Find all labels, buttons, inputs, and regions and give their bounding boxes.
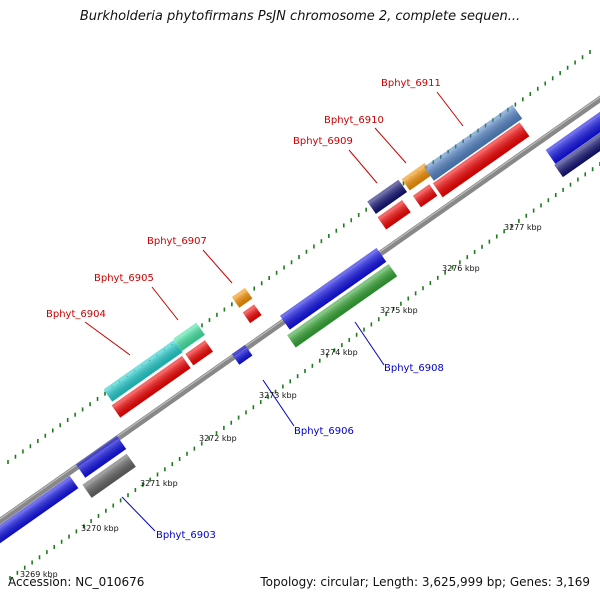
feature-bphyt-6904-top	[103, 339, 176, 392]
feature-bphyt-6909-shade	[369, 182, 407, 214]
gene-label-bphyt-6905[interactable]: Bphyt_6905	[94, 273, 154, 284]
tick-label-3269: 3269 kbp	[20, 570, 58, 579]
feature-cds-6911	[432, 122, 530, 198]
leader-6909	[348, 149, 378, 184]
leader-6908	[354, 321, 385, 366]
tick-label-3274: 3274 kbp	[320, 348, 358, 357]
feature-cds-6905-top	[185, 340, 207, 357]
label-leaders	[84, 91, 464, 532]
feature-bphyt-6908	[287, 263, 398, 348]
gene-label-bphyt-6908[interactable]: Bphyt_6908	[384, 363, 444, 374]
tick-label-3273: 3273 kbp	[259, 391, 297, 400]
leader-6904	[84, 321, 131, 356]
leader-6906	[262, 379, 295, 427]
leader-6905	[151, 286, 179, 321]
feature-bphyt-6907-top	[231, 287, 247, 300]
leader-6911	[436, 91, 464, 127]
forward-gene-labels: Bphyt_6904 Bphyt_6905 Bphyt_6907 Bphyt_6…	[46, 78, 441, 320]
gene-label-bphyt-6906[interactable]: Bphyt_6906	[294, 426, 354, 437]
leader-6903	[121, 496, 156, 532]
feature-bphyt-6903-blue	[76, 435, 127, 478]
feature-bphyt-6908-top	[287, 263, 391, 338]
feature-bphyt-6903-shade	[84, 456, 136, 498]
feature-bphyt-6911	[424, 104, 523, 181]
feature-cds-6908-top	[279, 247, 379, 319]
feature-edge-blue-shade	[547, 112, 600, 164]
gene-label-bphyt-6904[interactable]: Bphyt_6904	[46, 309, 106, 320]
feature-bphyt-6909	[367, 179, 407, 214]
tick-label-3275: 3275 kbp	[380, 306, 418, 315]
feature-bphyt-6905-shade	[175, 325, 205, 351]
feature-cds-6907	[242, 304, 262, 324]
feature-bphyt-6903-blue-top	[76, 435, 119, 468]
gene-label-bphyt-6911[interactable]: Bphyt_6911	[381, 78, 441, 89]
feature-cds-6908	[279, 247, 387, 330]
feature-edge-navy-top	[554, 130, 600, 168]
feature-cds-6905-shade	[187, 342, 213, 366]
feature-bphyt-6904	[103, 339, 183, 402]
gene-label-bphyt-6910[interactable]: Bphyt_6910	[324, 115, 384, 126]
feature-left-blue	[0, 475, 79, 546]
feature-bphyt-6905-top	[173, 322, 199, 342]
feature-bphyt-6906	[231, 344, 253, 365]
feature-cds-6910-shade	[414, 186, 438, 208]
tick-label-3277: 3277 kbp	[504, 223, 542, 232]
feature-cds-6910	[412, 184, 438, 208]
feature-bphyt-6910-shade	[403, 165, 433, 191]
feature-bphyt-6906-shade	[233, 347, 253, 365]
genome-summary-text: Topology: circular; Length: 3,625,999 bp…	[260, 575, 590, 589]
feature-bphyt-6907-shade	[233, 290, 253, 308]
feature-edge-navy-shade	[556, 132, 600, 178]
feature-bphyt-6911-top	[424, 104, 515, 170]
feature-cds-6911-top	[432, 122, 522, 186]
tick-label-3270: 3270 kbp	[81, 524, 119, 533]
feature-edge-navy	[554, 130, 600, 178]
feature-edge-blue-top	[545, 109, 600, 153]
feature-bphyt-6908-shade	[288, 266, 398, 348]
feature-cds-6911-shade	[434, 124, 530, 198]
feature-cds-6907-top	[242, 304, 256, 315]
tick-label-3276: 3276 kbp	[442, 264, 480, 273]
gene-label-bphyt-6907[interactable]: Bphyt_6907	[147, 236, 207, 247]
feature-cds-6909-top	[377, 200, 404, 220]
feature-cds-6905	[185, 340, 213, 366]
feature-cds-6907-shade	[244, 306, 262, 324]
feature-cds-6909	[377, 200, 411, 230]
feature-bphyt-6909-top	[367, 179, 401, 205]
feature-bphyt-6911-shade	[425, 107, 523, 181]
reverse-gene-labels: Bphyt_6903 Bphyt_6906 Bphyt_6908	[156, 363, 444, 541]
feature-cds-6908-shade	[281, 250, 387, 330]
feature-left-blue-top	[0, 475, 72, 536]
feature-cds-6904-top	[111, 355, 184, 408]
feature-cds-6909-shade	[379, 202, 411, 230]
feature-bphyt-6903-top	[82, 453, 129, 488]
leader-6907	[202, 249, 233, 284]
leader-6910	[374, 127, 407, 164]
feature-bphyt-6903	[82, 453, 136, 498]
feature-left-blue-shade	[0, 478, 79, 546]
feature-bphyt-6903-blue-shade	[77, 438, 127, 478]
feature-cds-6904	[111, 355, 191, 418]
tick-label-3271: 3271 kbp	[140, 479, 178, 488]
accession-text: Accession: NC_010676	[8, 575, 145, 589]
gene-label-bphyt-6909[interactable]: Bphyt_6909	[293, 136, 353, 147]
feature-bphyt-6907	[231, 287, 253, 308]
feature-bphyt-6910	[401, 162, 433, 191]
gene-label-bphyt-6903[interactable]: Bphyt_6903	[156, 530, 216, 541]
feature-bphyt-6910-top	[401, 162, 427, 182]
page-title: Burkholderia phytofirmans PsJN chromosom…	[79, 9, 521, 24]
feature-bphyt-6904-shade	[105, 342, 183, 402]
gene-features	[0, 104, 600, 546]
feature-cds-6910-top	[412, 184, 432, 199]
tick-label-3272: 3272 kbp	[199, 434, 237, 443]
feature-bphyt-6906-top	[231, 344, 247, 357]
feature-bphyt-6905	[173, 322, 205, 351]
feature-cds-6904-shade	[113, 358, 191, 418]
feature-edge-blue	[545, 109, 600, 164]
scale-labels: 3269 kbp 3270 kbp 3271 kbp 3272 kbp 3273…	[20, 223, 542, 579]
